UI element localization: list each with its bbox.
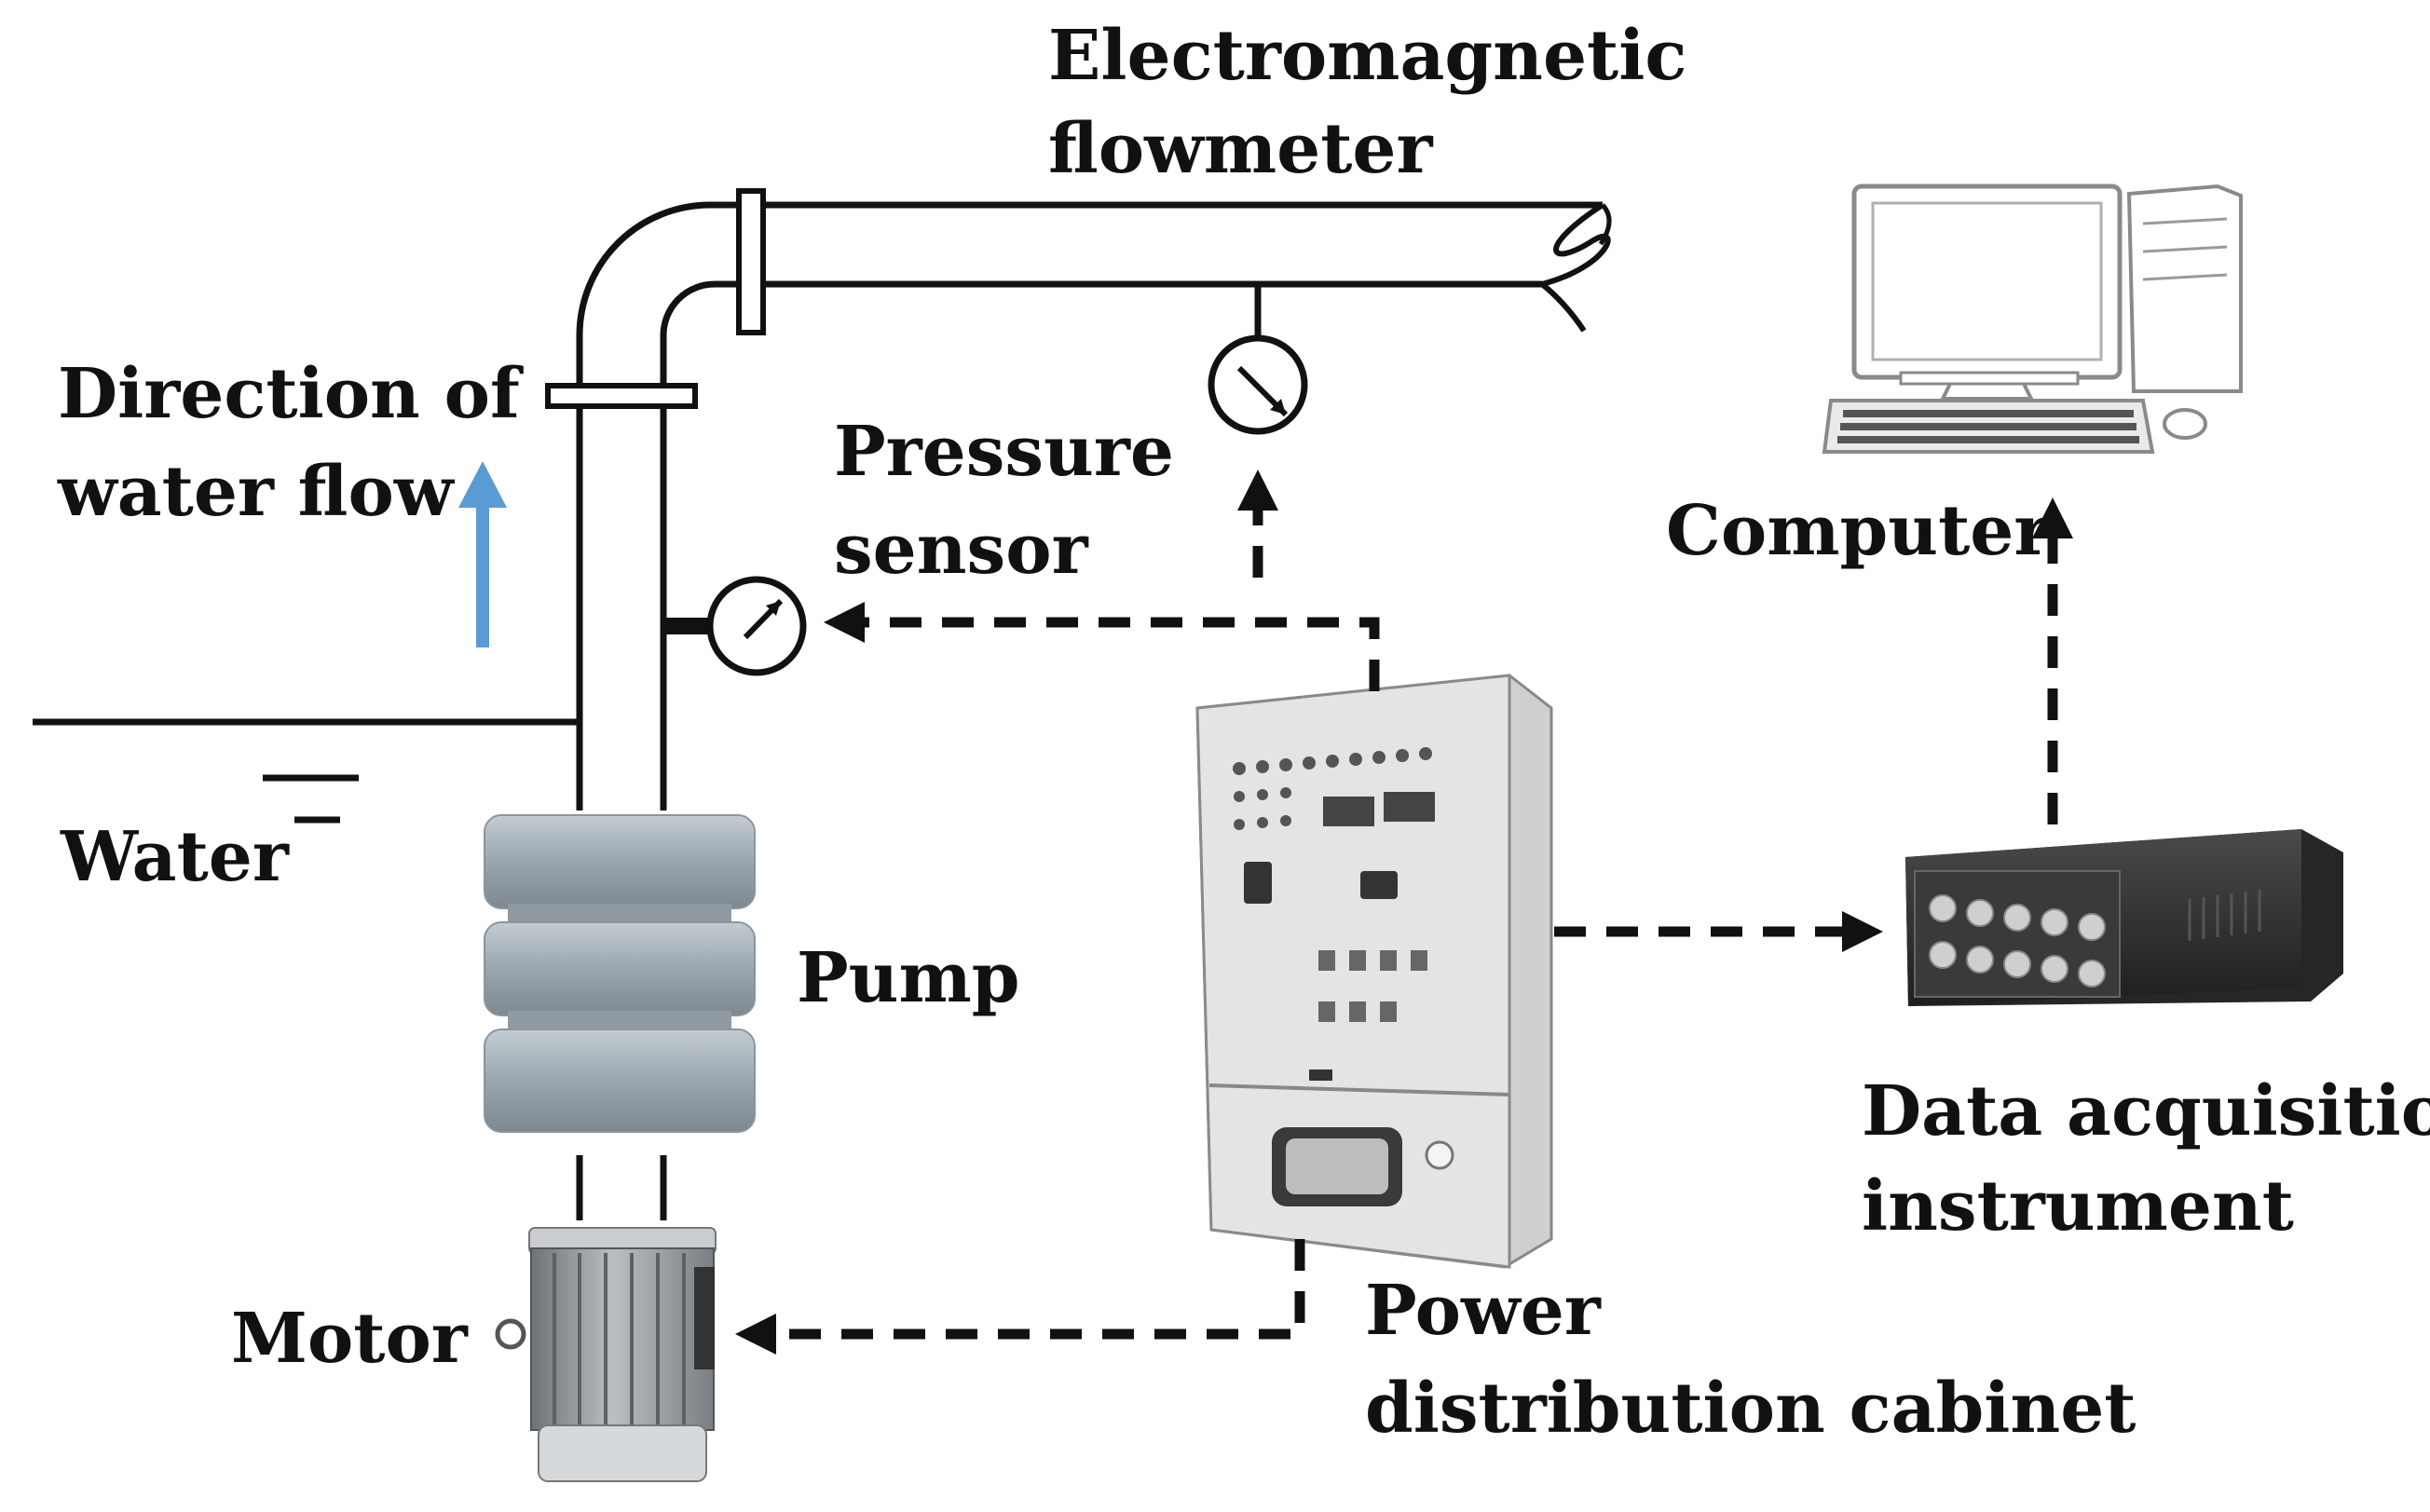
daq-label-line1: Data acquisition: [1862, 1071, 2430, 1151]
water-label: Water: [60, 817, 290, 897]
pipe: [576, 201, 1612, 810]
pump-stack-icon: [484, 814, 756, 1133]
pump-label: Pump: [797, 938, 1020, 1018]
flowmeter-label-line2: flowmeter: [1048, 109, 1434, 189]
flowmeter-gauge-icon: [1208, 284, 1308, 435]
direction-label-line1: Direction of: [58, 354, 524, 434]
motor-label: Motor: [231, 1299, 469, 1379]
cabinet-label-line1: Power: [1365, 1271, 1602, 1351]
electric-motor-icon: [495, 1227, 717, 1482]
signal-to-motor: [735, 1239, 1305, 1355]
flowmeter-label-line1: Electromagnetic: [1048, 16, 1686, 96]
electrical-cabinet-icon: [1195, 674, 1553, 1269]
water-surface: [33, 718, 580, 824]
signal-connectors: [735, 470, 2073, 1355]
cabinet-label-line2: distribution cabinet: [1365, 1369, 2136, 1449]
signal-to-pressure-sensor: [824, 602, 1380, 691]
arrow-up-icon: [458, 461, 507, 647]
daq-label-line2: instrument: [1862, 1166, 2294, 1246]
labels: Electromagnetic flowmeter Direction of w…: [57, 16, 2430, 1449]
pipe-flange-horizontal: [736, 188, 766, 335]
computer-label: Computer: [1666, 491, 2051, 571]
pipe-flange-vertical: [545, 383, 698, 409]
desktop-computer-icon: [1822, 184, 2243, 454]
data-acquisition-box-icon: [1905, 829, 2343, 1006]
pressure-sensor-label-line1: Pressure: [834, 412, 1174, 492]
pressure-gauge-icon: [663, 576, 807, 676]
direction-label-line2: water flow: [57, 452, 456, 532]
pressure-sensor-label-line2: sensor: [834, 510, 1089, 590]
